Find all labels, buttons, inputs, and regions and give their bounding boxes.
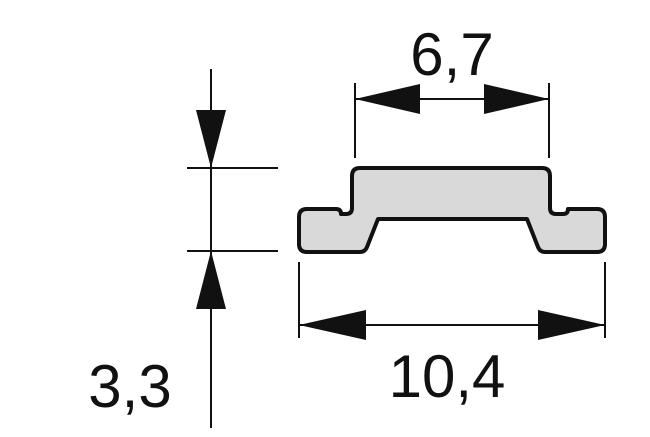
profile-cross-section (297, 166, 607, 254)
height-bottom-arrow (196, 251, 226, 309)
top-left-arrow (355, 84, 420, 114)
height-label: 3,3 (88, 353, 171, 420)
top-width-dimension: 6,7 (354, 21, 550, 158)
bottom-right-arrow (538, 310, 605, 340)
bottom-left-arrow (299, 310, 366, 340)
bottom-width-label: 10,4 (389, 343, 506, 410)
bottom-width-dimension: 10,4 (298, 262, 606, 410)
height-dimension: 3,3 (88, 69, 278, 428)
top-width-label: 6,7 (410, 21, 493, 88)
top-right-arrow (484, 84, 549, 114)
height-top-arrow (196, 110, 226, 168)
